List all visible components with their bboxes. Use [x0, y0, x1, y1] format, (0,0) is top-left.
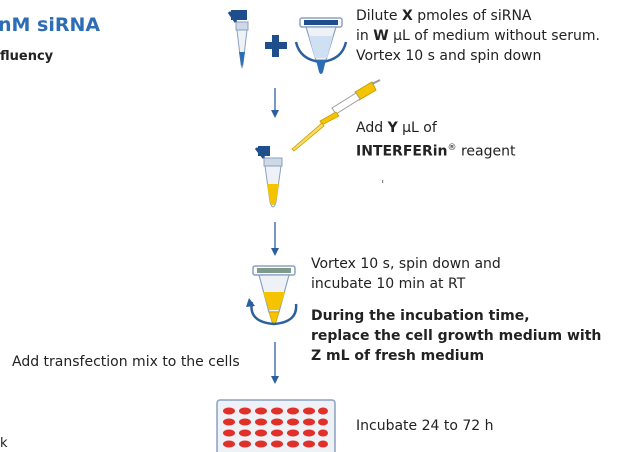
dilute-step-text: Dilute X pmoles of siRNA in W µL of medi… — [356, 6, 600, 66]
tube-open-icon — [294, 17, 348, 74]
down-arrow-icon — [271, 342, 279, 384]
add-reagent-line-1-post: µL of — [397, 120, 437, 136]
tube-yellow-icon — [254, 146, 283, 208]
registered-mark: ® — [447, 143, 457, 153]
dilute-line-1-post: pmoles of siRNA — [412, 8, 532, 24]
down-arrow-icon — [271, 88, 279, 118]
plus-icon — [265, 35, 287, 57]
dilute-line-3: Vortex 10 s and spin down — [356, 48, 542, 64]
incubation-note-text: During the incubation time, replace the … — [311, 306, 601, 366]
well-plate-icon — [216, 399, 336, 452]
incubate-step-text: Incubate 24 to 72 h — [356, 418, 494, 434]
corner-fragment-text: k — [0, 436, 8, 451]
add-reagent-step-text: Add Y µL of INTERFERin® reagent — [356, 118, 515, 162]
variable-w: W — [373, 28, 389, 44]
add-reagent-line-2: INTERFERin® reagent — [356, 138, 515, 162]
pipette-icon — [291, 79, 381, 152]
vortex-line-2: incubate 10 min at RT — [311, 276, 466, 292]
page-title: nM siRNA — [0, 14, 101, 36]
dilute-line-2: in W µL of medium without serum. — [356, 26, 600, 46]
add-reagent-line-1: Add Y µL of — [356, 118, 515, 138]
add-mix-step-text: Add transfection mix to the cells — [12, 354, 240, 370]
dilute-line-2-post: µL of medium without serum. — [388, 28, 600, 44]
incubation-note-line-1: During the incubation time, — [311, 308, 530, 324]
dilute-line-2-pre: in — [356, 28, 374, 44]
add-reagent-line-1-pre: Add — [356, 120, 388, 136]
dilute-line-1-pre: Dilute — [356, 8, 402, 24]
variable-x: X — [402, 8, 413, 24]
incubation-note-line-2: replace the cell growth medium with — [311, 328, 602, 344]
vortex-line-1: Vortex 10 s, spin down and — [311, 256, 501, 272]
incubation-note-line-3: Z mL of fresh medium — [311, 348, 485, 364]
vortex-step-text: Vortex 10 s, spin down and incubate 10 m… — [311, 254, 501, 294]
reagent-name: INTERFERin — [356, 143, 448, 160]
tube-icon — [227, 10, 249, 69]
down-arrow-icon — [271, 222, 279, 256]
page-subtitle: fluency — [0, 49, 54, 64]
variable-y: Y — [387, 120, 398, 136]
dilute-line-1: Dilute X pmoles of siRNA — [356, 6, 600, 26]
rotation-arrow-icon — [246, 298, 298, 326]
vortex-tube-icon — [252, 265, 296, 325]
add-reagent-line-2-post: reagent — [456, 143, 516, 160]
